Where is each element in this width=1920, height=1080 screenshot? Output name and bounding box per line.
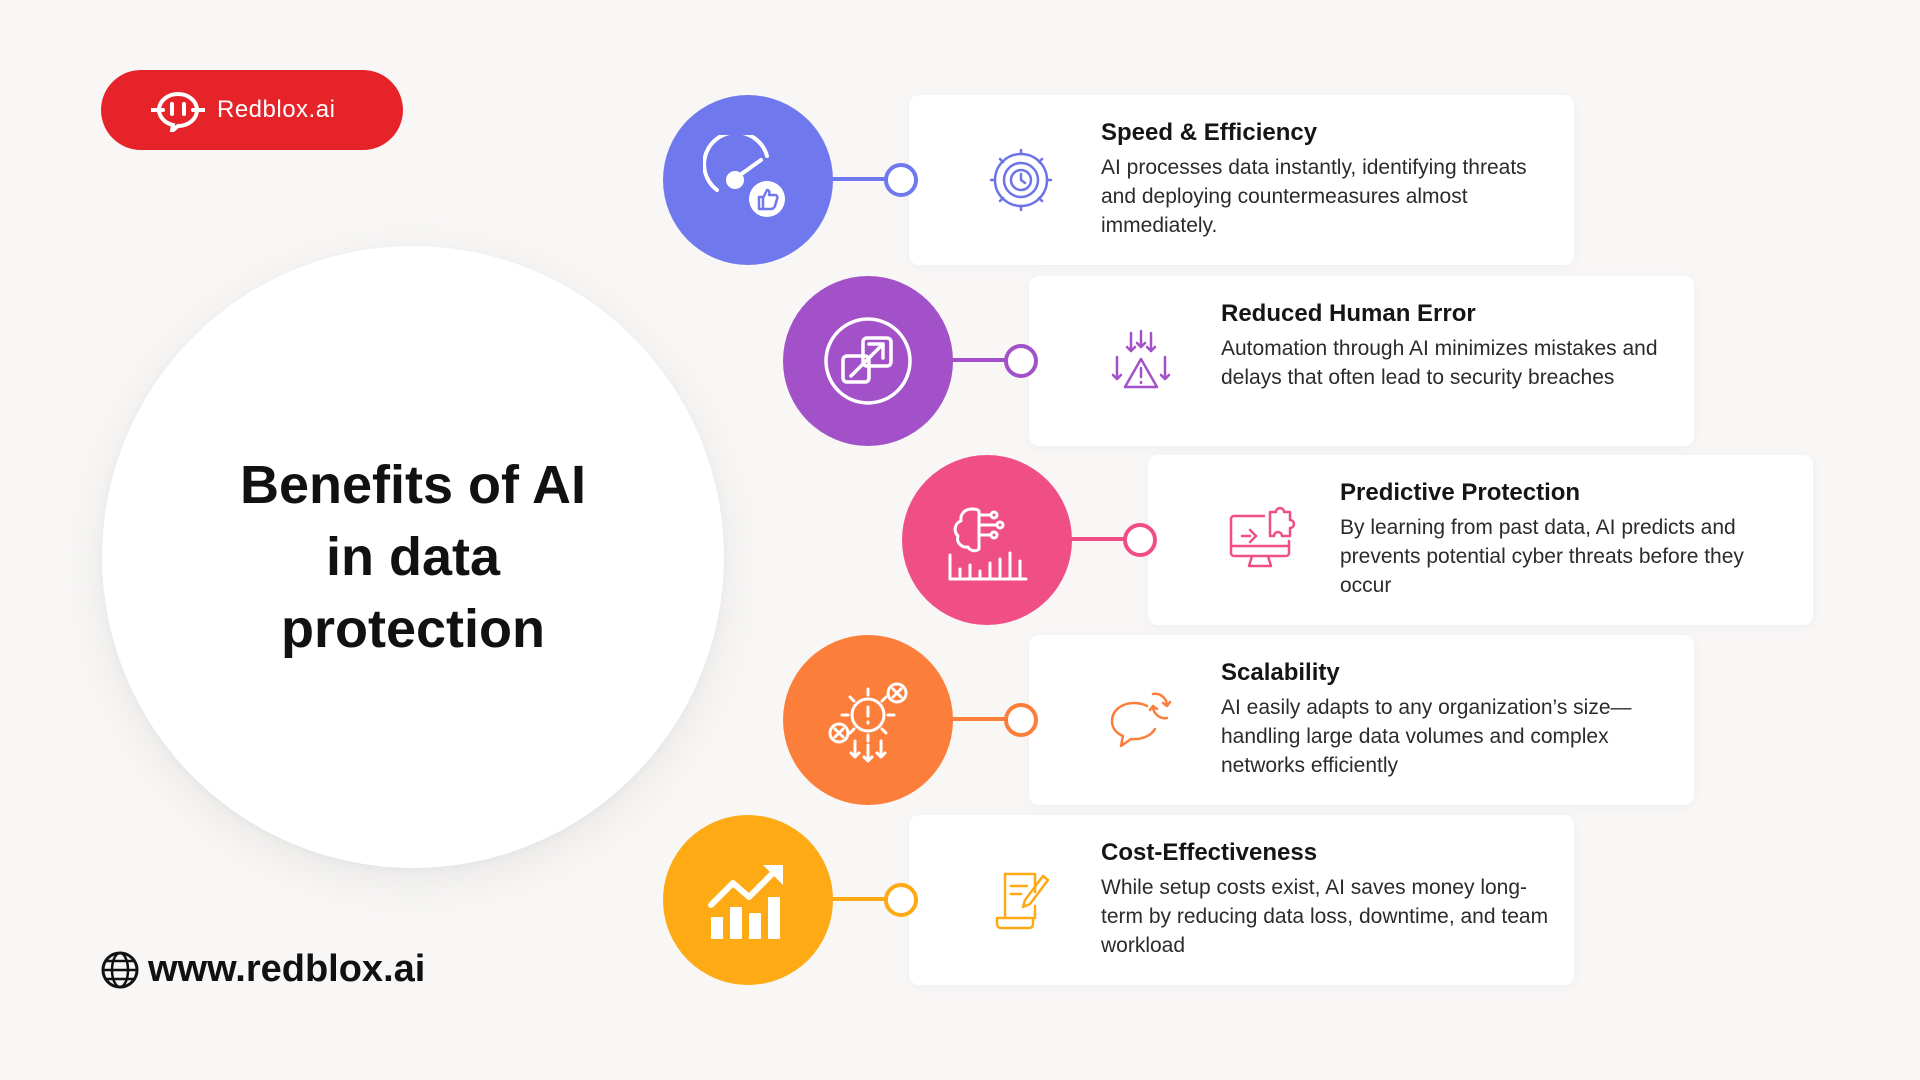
connector-node xyxy=(1004,344,1038,378)
brain-chart-icon xyxy=(902,455,1072,625)
redblox-logo-icon xyxy=(151,92,205,132)
growth-chart-icon xyxy=(663,815,833,985)
speedometer-thumbs-up-icon xyxy=(663,95,833,265)
benefit-card: Speed & Efficiency AI processes data ins… xyxy=(909,95,1574,265)
connector-node xyxy=(1004,703,1038,737)
benefit-description: AI easily adapts to any organization’s s… xyxy=(1221,696,1632,777)
website-link[interactable]: www.redblox.ai xyxy=(100,948,425,991)
warning-arrows-icon xyxy=(1101,321,1181,401)
gear-clock-icon xyxy=(981,140,1061,220)
connector-node xyxy=(884,883,918,917)
benefit-card: Reduced Human Error Automation through A… xyxy=(1029,276,1694,446)
connector-line xyxy=(828,177,894,181)
gear-alert-icon xyxy=(783,635,953,805)
connector-line xyxy=(948,358,1014,362)
connector-line xyxy=(948,717,1014,721)
brand-logo: Redblox.ai xyxy=(101,70,403,150)
benefit-card: Scalability AI easily adapts to any orga… xyxy=(1029,635,1694,805)
title-circle: Benefits of AI in data protection xyxy=(102,246,724,868)
transfer-arrow-icon xyxy=(783,276,953,446)
benefit-title: Reduced Human Error xyxy=(1221,300,1476,327)
benefit-card: Cost-Effectiveness While setup costs exi… xyxy=(909,815,1574,985)
benefit-description: AI processes data instantly, identifying… xyxy=(1101,156,1527,237)
benefit-title: Cost-Effectiveness xyxy=(1101,839,1318,866)
benefit-description: Automation through AI minimizes mistakes… xyxy=(1221,337,1658,389)
benefit-title: Predictive Protection xyxy=(1340,479,1581,506)
connector-node xyxy=(884,163,918,197)
benefit-description: By learning from past data, AI predicts … xyxy=(1340,516,1744,597)
benefit-description: While setup costs exist, AI saves money … xyxy=(1101,876,1549,957)
logo-text: Redblox.ai xyxy=(217,96,336,123)
page-title: Benefits of AI in data protection xyxy=(239,455,587,659)
refresh-chat-icon xyxy=(1101,680,1181,760)
website-text: www.redblox.ai xyxy=(148,948,426,990)
benefit-title: Speed & Efficiency xyxy=(1101,119,1318,146)
connector-line xyxy=(1067,537,1133,541)
globe-icon xyxy=(101,951,139,988)
benefit-title: Scalability xyxy=(1221,659,1340,686)
document-pen-icon xyxy=(981,860,1061,940)
benefit-card: Predictive Protection By learning from p… xyxy=(1148,455,1813,625)
connector-line xyxy=(828,897,894,901)
connector-node xyxy=(1123,523,1157,557)
monitor-puzzle-icon xyxy=(1220,500,1300,580)
